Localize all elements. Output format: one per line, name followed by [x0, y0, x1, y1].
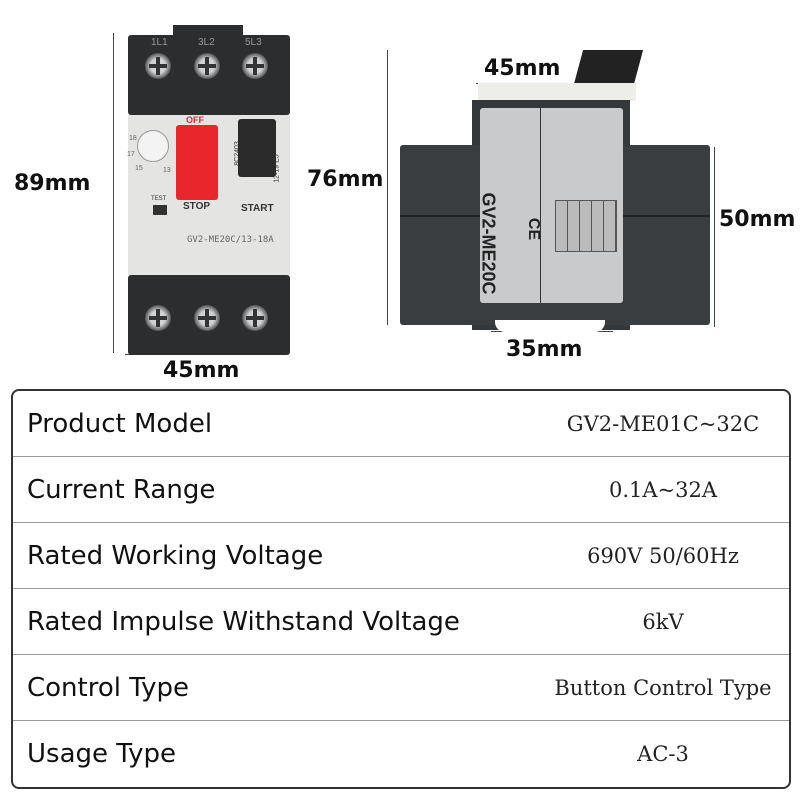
spec-value: Button Control Type — [554, 675, 772, 700]
terminal-screw-icon — [145, 53, 171, 79]
terminal-screw-icon — [242, 305, 268, 331]
test-button[interactable] — [153, 205, 167, 215]
side-top-width-label: 45mm — [484, 56, 561, 81]
test-label: TEST — [151, 196, 167, 202]
table-row: Current Range 0.1A~32A — [13, 457, 789, 523]
side-height-label: 76mm — [307, 167, 384, 192]
breaker-side: GV2-ME20C CE — [400, 50, 710, 332]
terminal-screw-icon — [242, 53, 268, 79]
stop-label: STOP — [183, 201, 211, 212]
off-label: OFF — [186, 115, 204, 125]
dial-mark: 17 — [127, 151, 135, 158]
rail-width-label: 35mm — [506, 337, 583, 362]
table-row: Usage Type AC-3 — [13, 721, 789, 787]
spec-table: Product Model GV2-ME01C~32C Current Range… — [11, 389, 791, 789]
spec-label: Control Type — [27, 672, 189, 703]
table-row: Rated Working Voltage 690V 50/60Hz — [13, 523, 789, 589]
spec-value: 6kV — [642, 609, 684, 634]
table-row: Control Type Button Control Type — [13, 655, 789, 721]
side-height-line — [387, 50, 388, 325]
spec-value: GV2-ME01C~32C — [566, 411, 760, 436]
dial-mark: 13 — [163, 167, 171, 174]
side-code-label: 12-19 E5 — [273, 154, 281, 183]
table-row: Rated Impulse Withstand Voltage 6kV — [13, 589, 789, 655]
rating-grid — [555, 200, 617, 252]
spec-label: Product Model — [27, 408, 213, 439]
terminal-label: 3L2 — [198, 37, 215, 48]
rail-depth-line — [714, 147, 715, 327]
side-model-label: GV2-ME20C — [478, 192, 499, 295]
height-dimension-line — [113, 33, 114, 353]
spec-value: AC-3 — [637, 742, 689, 766]
front-height-label: 89mm — [14, 171, 91, 196]
terminal-label: 1L1 — [151, 37, 168, 48]
terminal-screw-icon — [194, 305, 220, 331]
table-row: Product Model GV2-ME01C~32C — [13, 391, 789, 457]
terminal-screw-icon — [194, 53, 220, 79]
breaker-front: 1L1 3L2 5L3 18 17 15 13 TEST OFF STOP 8C… — [123, 25, 295, 355]
model-label: GV2-ME20C/13-18A — [187, 235, 274, 245]
spec-label: Current Range — [27, 474, 216, 505]
terminal-screw-icon — [145, 305, 171, 331]
ce-mark: CE — [525, 217, 543, 241]
rail-depth-label: 50mm — [719, 207, 796, 232]
dial-mark: 18 — [129, 135, 137, 142]
spec-value: 0.1A~32A — [608, 477, 718, 502]
start-label: START — [241, 203, 274, 214]
start-button[interactable] — [238, 119, 276, 177]
terminal-label: 5L3 — [245, 37, 262, 48]
front-width-label: 45mm — [163, 358, 240, 383]
current-dial[interactable] — [137, 130, 169, 162]
stop-button[interactable] — [176, 125, 218, 200]
spec-value: 690V 50/60Hz — [587, 543, 739, 568]
spec-label: Rated Working Voltage — [27, 540, 324, 571]
spec-label: Usage Type — [27, 739, 176, 769]
spec-label: Rated Impulse Withstand Voltage — [27, 606, 460, 637]
dial-mark: 15 — [135, 165, 143, 172]
